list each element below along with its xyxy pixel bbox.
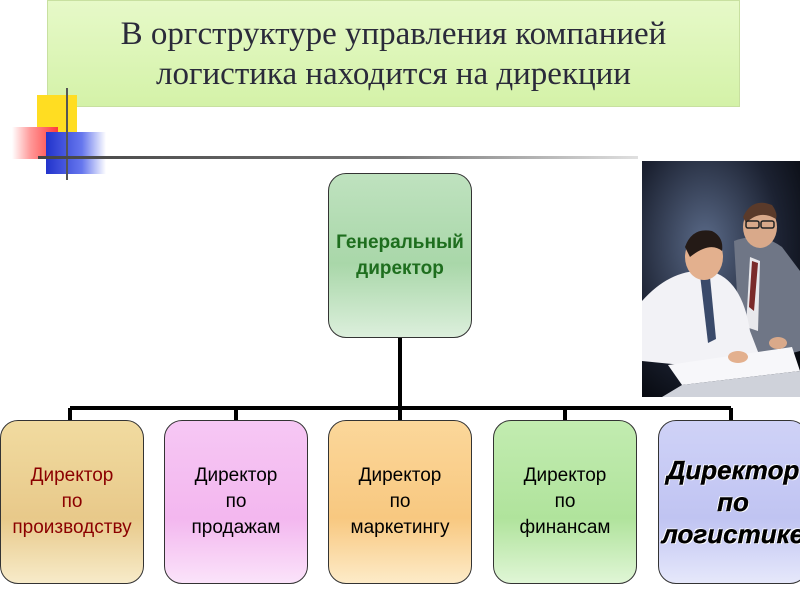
slide-title-line-2: логистика находится на дирекции <box>156 55 631 92</box>
node-general-director: Генеральный директор <box>328 173 472 338</box>
logistics-line-1: Директор <box>666 455 800 485</box>
logistics-line-3: логистике <box>661 519 800 549</box>
node-sales-director-label: Директор по продажам <box>192 463 281 541</box>
logistics-line-2: по <box>717 487 749 517</box>
node-production-director-label: Директор по производству <box>12 463 131 541</box>
slide-title-line-1: В оргструктуре управления компанией <box>120 15 667 52</box>
sales-line-2: по <box>225 491 247 512</box>
finance-line-2: по <box>554 491 576 512</box>
general-director-line-1: Генеральный <box>336 231 464 253</box>
production-line-2: по <box>61 491 83 512</box>
marketing-line-3: маркетингу <box>350 517 450 538</box>
production-line-1: Директор <box>30 465 114 486</box>
node-finance-director: Директор по финансам <box>493 420 637 584</box>
slide-title-box: В оргструктуре управления компанией логи… <box>47 0 740 107</box>
node-marketing-director-label: Директор по маркетингу <box>351 463 450 541</box>
marketing-line-2: по <box>389 491 411 512</box>
finance-line-1: Директор <box>523 465 607 486</box>
decor-horizontal-rule <box>38 156 638 159</box>
node-finance-director-label: Директор по финансам <box>520 463 611 541</box>
sales-line-3: продажам <box>191 517 281 538</box>
slide-title: В оргструктуре управления компанией логи… <box>121 14 667 94</box>
sales-line-1: Директор <box>194 465 278 486</box>
finance-line-3: финансам <box>519 517 611 538</box>
node-production-director: Директор по производству <box>0 420 144 584</box>
decor-blue-square <box>46 132 106 174</box>
photo-two-businessmen <box>642 161 800 397</box>
marketing-line-1: Директор <box>358 465 442 486</box>
node-sales-director: Директор по продажам <box>164 420 308 584</box>
production-line-3: производству <box>12 517 132 538</box>
general-director-line-2: директор <box>356 257 444 279</box>
node-logistics-director-label: Директор по логистике <box>662 454 800 550</box>
node-general-director-label: Генеральный директор <box>336 230 464 282</box>
node-marketing-director: Директор по маркетингу <box>328 420 472 584</box>
decor-vertical-line <box>66 88 68 180</box>
node-logistics-director: Директор по логистике <box>658 420 800 584</box>
